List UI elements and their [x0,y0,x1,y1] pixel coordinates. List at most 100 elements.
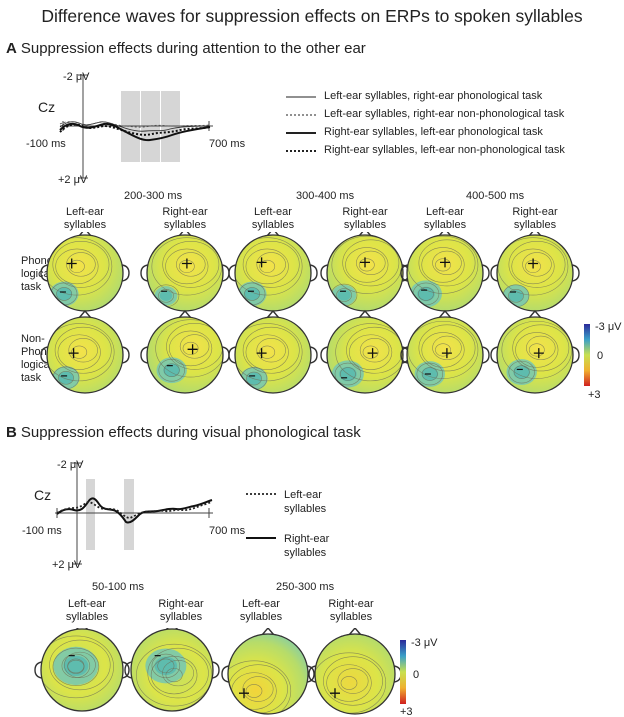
wave-b-left-ear [56,501,213,519]
plus-marker [367,348,378,359]
plus-marker [440,257,450,268]
time-window-a1: 200-300 ms [124,190,183,202]
topomap [490,232,580,312]
plus-marker [187,344,198,355]
panel-b-letter: B [6,424,17,441]
legend-b-label-1b: syllables [284,503,327,515]
right-ear-icon [121,661,130,679]
panel-a-topomaps [40,232,580,394]
panel-a-letter: A [6,40,17,57]
topomap [228,232,318,312]
topomap [124,628,220,712]
time-window-a2: 300-400 ms [296,190,355,202]
right-ear-icon [121,346,130,364]
left-ear-icon [124,661,133,679]
panel-b-erp-plot: -2 μV +2 μV -100 ms 700 ms Cz [22,459,246,571]
nose-icon [438,232,452,237]
right-ear-icon [481,346,490,364]
left-ear-icon [34,661,43,679]
nose-icon [178,309,192,319]
figure-title: Difference waves for suppression effects… [41,6,583,26]
panel-b-colorbar: -3 μV 0 +3 [400,638,438,717]
right-ear-icon [309,264,318,282]
right-ear-icon [306,665,315,683]
topomap [221,628,315,715]
legend-a-swatch [286,96,316,98]
topomap [40,309,130,394]
legend-b-label-1a: Left-ear [284,489,322,501]
right-ear-icon [309,346,318,364]
nose-icon [528,232,542,237]
plus-marker [68,348,79,359]
colorbar-a-gradient [584,324,590,386]
right-ear-icon [211,661,220,679]
nose-icon [266,232,280,237]
nose-icon [358,309,372,319]
panel-b-heading-text: Suppression effects during visual phonol… [20,424,361,441]
left-ear-icon [490,346,499,364]
nose-icon [261,628,275,636]
wave-b-right-ear [56,497,213,524]
right-ear-icon [571,264,580,282]
legend-b-label-2b: syllables [284,547,327,559]
plus-marker [181,258,192,269]
nose-icon [78,309,92,319]
topomap [320,232,410,312]
scalp-map [228,634,308,714]
wave-a-thick-dotted [59,123,211,136]
plus-marker [528,258,539,269]
plus-marker [66,258,77,269]
time-window-a3: 400-500 ms [466,190,525,202]
left-ear-icon [228,346,237,364]
plus-marker [441,348,452,359]
colorbar-b-mid: 0 [413,669,419,681]
x-end-label-a: 700 ms [209,138,246,150]
panel-a-erp-plot: -2 μV +2 μV -100 ms 700 ms Cz [26,71,246,186]
panel-a-colorbar: -3 μV 0 +3 [584,322,622,401]
left-ear-icon [490,264,499,282]
left-ear-icon [320,346,329,364]
legend-a-label: Right-ear syllables, left-ear non-phonol… [324,144,565,156]
right-ear-icon [121,264,130,282]
time-window-b2: 250-300 ms [276,581,335,593]
wave-a-thin-solid [59,121,211,132]
left-ear-icon [40,346,49,364]
gray-window-b1 [86,479,95,550]
topomap [34,628,130,712]
colorbar-b-top: -3 μV [411,638,438,649]
left-ear-icon [228,264,237,282]
left-ear-icon [140,264,149,282]
topomap [400,309,490,394]
time-window-b1: 50-100 ms [92,581,144,593]
legend-a-swatch [286,132,316,134]
nose-icon [438,309,452,319]
electrode-label-b: Cz [34,487,51,503]
plus-marker [239,688,249,699]
left-ear-icon [308,665,317,683]
plus-marker [330,688,340,699]
y-top-label-b: -2 μV [57,459,84,471]
legend-a-swatch [286,150,316,152]
nose-icon [178,232,192,237]
plus-marker [360,257,370,268]
left-ear-icon [140,346,149,364]
nose-icon [266,309,280,319]
legend-a-label: Left-ear syllables, right-ear phonologic… [324,90,543,102]
panel-b-legend: Left-ear syllables Right-ear syllables [246,489,330,559]
topomap [140,232,230,312]
nose-icon [348,628,362,636]
right-ear-icon [571,346,580,364]
plus-marker [256,348,267,359]
gray-window-b2 [124,479,134,550]
